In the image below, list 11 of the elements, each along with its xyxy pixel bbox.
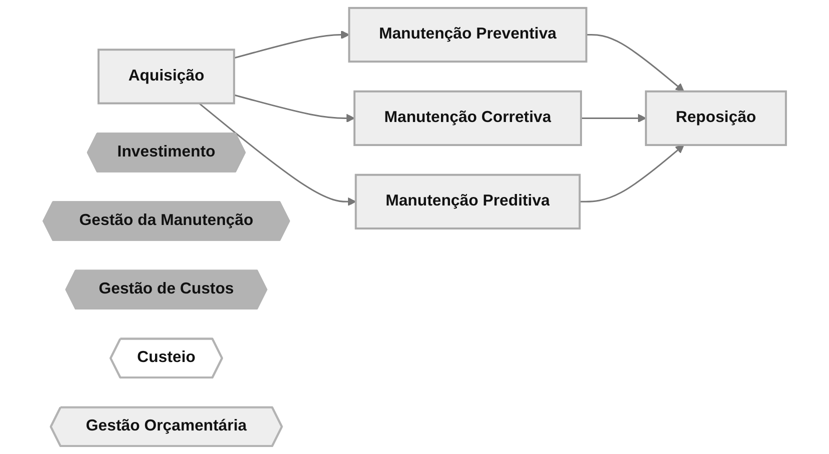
arrow — [581, 114, 646, 123]
arrow — [234, 94, 355, 123]
arrow — [580, 144, 684, 202]
node-box: Reposição — [644, 90, 787, 146]
arrow — [234, 30, 350, 59]
arrow — [198, 102, 356, 206]
node-box: Manutenção Preventiva — [348, 6, 588, 63]
node-box: Manutenção Corretiva — [353, 90, 582, 146]
node-box: Aquisição — [98, 48, 236, 104]
node-box: Manutenção Preditiva — [354, 174, 581, 230]
arrow — [586, 34, 684, 92]
